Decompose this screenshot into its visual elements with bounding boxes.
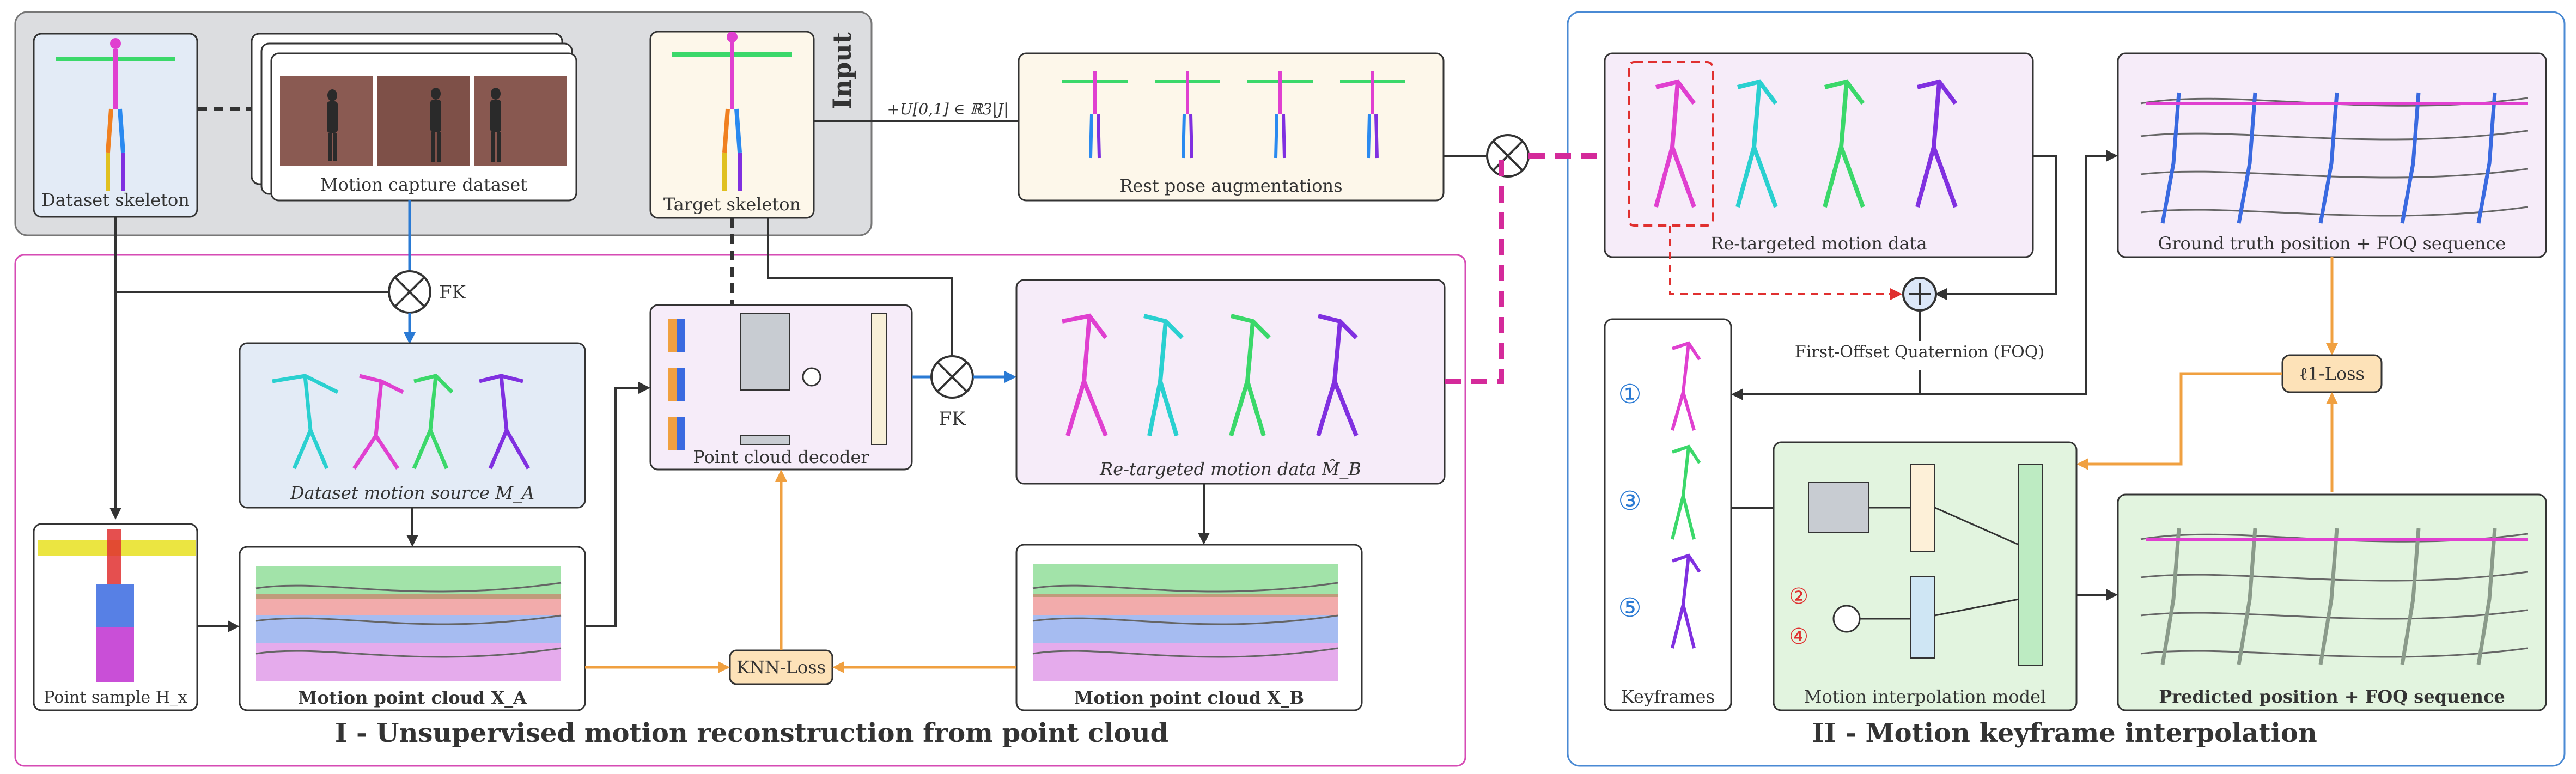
highlight-dashed-box [1628, 61, 1714, 227]
retargeted-skeletons-1 [1062, 313, 1359, 437]
interpolation-model-visual [1808, 464, 2043, 666]
fk-node-1 [388, 270, 431, 314]
point-cloud-b-visual [1032, 564, 1338, 681]
interpolation-model-label: Motion interpolation model [1804, 686, 2047, 707]
knn-loss-label: KNN-Loss [736, 657, 826, 678]
foq-label: First-Offset Quaternion (FOQ) [1795, 343, 2044, 362]
dataset-motion-label: Dataset motion source M_A [290, 483, 534, 503]
predicted-visual [2140, 528, 2528, 665]
point-cloud-a-label: Motion point cloud X_A [298, 687, 527, 708]
section1-title: I - Unsupervised motion reconstruction f… [335, 718, 1168, 748]
keyframes-label: Keyframes [1621, 686, 1715, 707]
retargeted-box-1 [1015, 279, 1446, 485]
mocap-photo-2 [377, 76, 470, 166]
dataset-motion-skeletons [272, 374, 531, 470]
rest-pose-label: Rest pose augmentations [1119, 175, 1342, 196]
rest-pose-skeletons [1062, 71, 1405, 159]
point-sample-figure [38, 529, 196, 682]
predicted-label: Predicted position + FOQ sequence [2159, 686, 2505, 707]
target-skeleton-label: Target skeleton [663, 194, 801, 215]
point-cloud-a-visual [255, 566, 562, 681]
retargeted-label-1: Re-targeted motion data M̂_B [1099, 459, 1361, 479]
ground-truth-label: Ground truth position + FOQ sequence [2158, 233, 2506, 254]
input-title: Input [827, 32, 857, 109]
point-cloud-b-label: Motion point cloud X_B [1074, 687, 1304, 708]
fk-node-2 [930, 355, 974, 399]
mocap-dataset-label: Motion capture dataset [320, 174, 527, 195]
mocap-photo-1 [280, 76, 373, 166]
keyframe-number-5: ⑤ [1618, 593, 1641, 623]
fk-label-1: FK [439, 282, 466, 303]
input-number-2: ② [1789, 584, 1808, 609]
line-foq-to-keyframes [1731, 370, 1921, 400]
keyframe-skeletons [1671, 341, 1701, 649]
keyframe-number-3: ③ [1618, 486, 1641, 516]
point-sample-label: Point sample H_x [44, 688, 187, 707]
section1-frame [14, 254, 1466, 767]
section2-title: II - Motion keyframe interpolation [1812, 718, 2317, 748]
point-cloud-a-box [239, 546, 586, 711]
red-dash-to-foq [1669, 226, 1902, 300]
line-foq-to-gt [1919, 150, 2118, 395]
noise-label: +U[0,1] ∈ ℝ3|J| [887, 100, 1008, 118]
line-retarget-to-foq [1935, 155, 2057, 300]
line-cloud-to-decoder [585, 382, 650, 627]
section2-frame [1567, 11, 2566, 767]
mocap-photo-3 [474, 76, 567, 166]
mocap-person-silhouettes [327, 88, 501, 162]
target-skeleton-figure [672, 32, 792, 191]
l1-loss-label: ℓ1-Loss [2299, 363, 2365, 384]
ground-truth-visual [2140, 92, 2528, 224]
keyframe-number-1: ① [1618, 379, 1641, 410]
fk-label-2: FK [939, 408, 966, 430]
combine-node-top [1486, 134, 1530, 178]
line-l1-to-model [2076, 372, 2282, 470]
dataset-skeleton-label: Dataset skeleton [41, 190, 190, 210]
foq-plus-node [1902, 277, 1937, 312]
keyframes-box [1604, 318, 1732, 711]
retargeted-skeletons-2 [1654, 79, 1958, 208]
rest-pose-box [1018, 52, 1445, 202]
retargeted-label-2: Re-targeted motion data [1710, 233, 1927, 254]
dataset-skeleton-figure [56, 38, 175, 191]
magenta-dash-mid [1445, 156, 1504, 384]
line-target-to-fk2 [767, 218, 953, 356]
decoder-visual [668, 313, 887, 450]
decoder-label: Point cloud decoder [693, 447, 869, 467]
input-number-4: ④ [1789, 624, 1808, 649]
